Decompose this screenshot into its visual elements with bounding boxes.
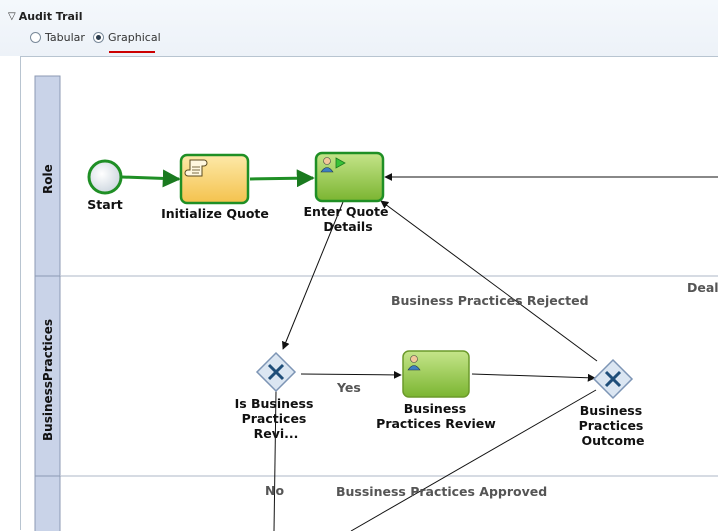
selected-view-underline bbox=[109, 51, 155, 53]
edge-yes bbox=[300, 370, 402, 379]
radio-button-graphical[interactable] bbox=[93, 31, 104, 43]
user-icon bbox=[407, 355, 421, 371]
gateway-is-business-practices[interactable]: Is Business Practices Revi... bbox=[235, 351, 314, 441]
radio-tabular[interactable]: Tabular bbox=[30, 29, 85, 45]
gateway-business-practices-outcome[interactable]: Business Practices Outcome bbox=[579, 358, 645, 448]
bp-review-label-line2: Practices Review bbox=[376, 416, 496, 431]
radio-button-tabular[interactable] bbox=[30, 31, 41, 43]
edge-no bbox=[273, 390, 277, 531]
lane-bp-label: BusinessPractices bbox=[41, 319, 55, 441]
bp-outcome-label-line3: Outcome bbox=[581, 433, 644, 448]
exclusive-gateway-x-icon bbox=[604, 370, 622, 388]
bp-review-label-line1: Business bbox=[404, 401, 466, 416]
play-icon bbox=[335, 157, 346, 169]
enter-quote-label-line2: Details bbox=[323, 219, 372, 234]
audit-trail-toggle[interactable]: ▽ Audit Trail bbox=[8, 8, 82, 24]
process-diagram-canvas[interactable]: Role BusinessPractices Start bbox=[20, 56, 718, 531]
edge-approved bbox=[350, 389, 597, 531]
initialize-quote-label: Initialize Quote bbox=[161, 206, 269, 221]
radio-graphical[interactable]: Graphical bbox=[93, 29, 161, 45]
bp-outcome-label-line1: Business bbox=[580, 403, 642, 418]
edge-rejected bbox=[380, 200, 598, 362]
start-label: Start bbox=[87, 197, 123, 212]
section-title: Audit Trail bbox=[18, 9, 83, 23]
lane-role-label: Role bbox=[41, 164, 55, 194]
user-icon bbox=[320, 157, 334, 173]
edge-label-approved: Bussiness Practices Approved bbox=[336, 484, 547, 499]
lane-role: Role bbox=[34, 75, 718, 277]
is-bp-label-line3: Revi... bbox=[254, 426, 299, 441]
task-enter-quote-details[interactable]: Enter Quote Details bbox=[304, 151, 389, 234]
script-icon bbox=[184, 159, 208, 177]
edge-label-no: No bbox=[265, 483, 284, 498]
enter-quote-label-line1: Enter Quote bbox=[304, 204, 389, 219]
bp-outcome-label-line2: Practices bbox=[579, 418, 644, 433]
edge-label-yes: Yes bbox=[336, 380, 361, 395]
task-business-practices-review[interactable]: Business Practices Review bbox=[376, 350, 496, 431]
exclusive-gateway-x-icon bbox=[267, 363, 285, 381]
edge-enter-to-is-bp bbox=[282, 201, 344, 350]
edge-start-to-initialize bbox=[121, 169, 181, 188]
audit-trail-panel-header: ▽ Audit Trail Tabular Graphical bbox=[0, 0, 718, 56]
start-event[interactable]: Start bbox=[87, 159, 123, 212]
task-initialize-quote[interactable]: Initialize Quote bbox=[161, 153, 269, 221]
expand-triangle-icon[interactable]: ▽ bbox=[8, 10, 16, 22]
edge-label-deal: Deal bbox=[687, 280, 718, 295]
radio-label-graphical[interactable]: Graphical bbox=[108, 30, 161, 44]
is-bp-label-line2: Practices bbox=[242, 411, 307, 426]
radio-label-tabular[interactable]: Tabular bbox=[45, 30, 85, 44]
edge-review-to-outcome bbox=[471, 373, 596, 382]
edge-label-rejected: Business Practices Rejected bbox=[391, 293, 589, 308]
lane-third-header bbox=[34, 475, 61, 531]
lane-role-header bbox=[34, 75, 61, 277]
is-bp-label-line1: Is Business bbox=[235, 396, 314, 411]
process-diagram: Role BusinessPractices Start bbox=[34, 75, 718, 531]
edge-initialize-to-enter bbox=[249, 169, 315, 188]
